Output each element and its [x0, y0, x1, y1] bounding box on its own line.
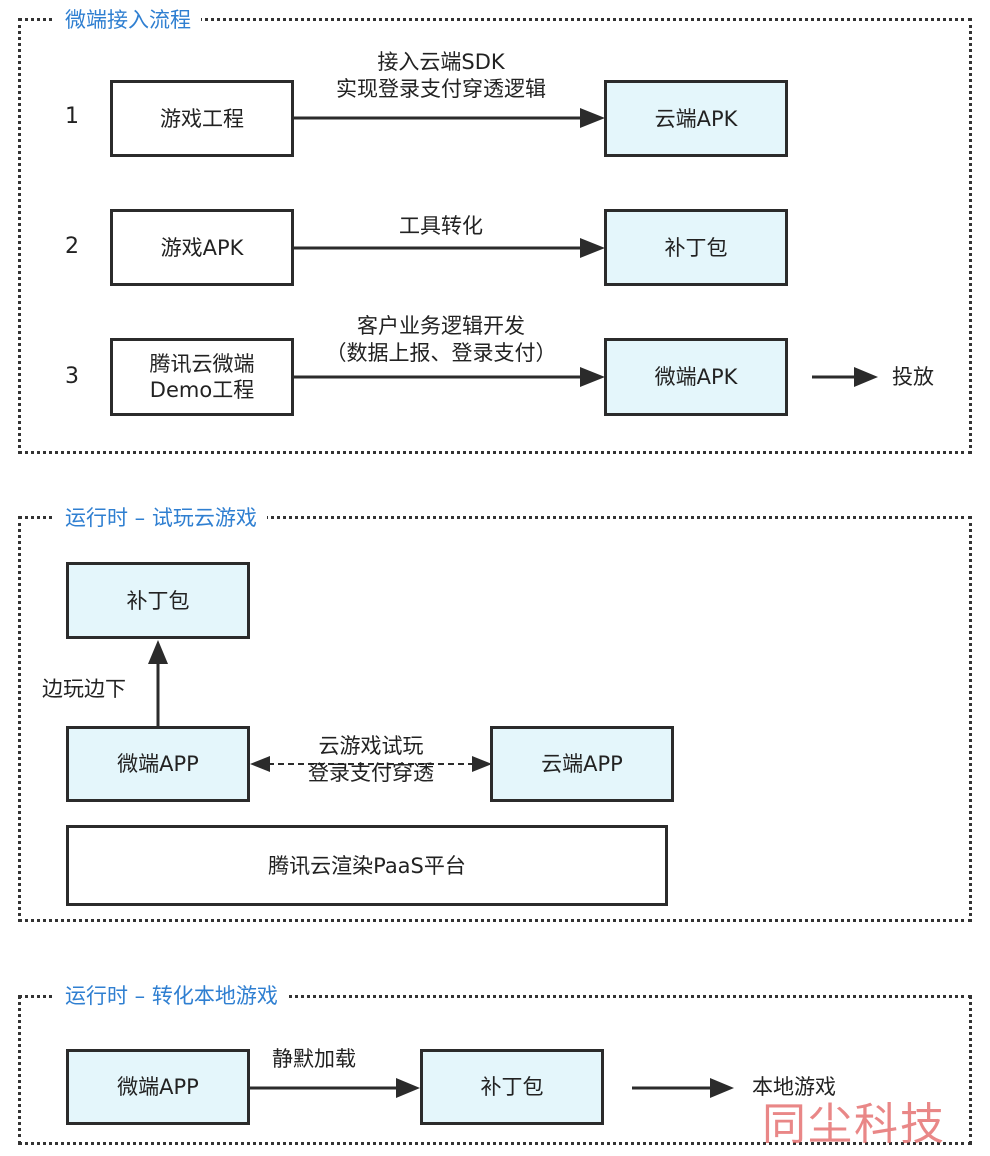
node-label: 微端APP: [117, 1075, 199, 1099]
row-number-1: 1: [65, 104, 79, 129]
node-cloud-app: 云端APP: [490, 726, 674, 802]
section-title-integration: 微端接入流程: [55, 6, 201, 34]
watermark-text: 同尘科技: [762, 1099, 946, 1150]
edge-label-row1: 接入云端SDK 实现登录支付穿透逻辑: [336, 50, 546, 101]
final-label-local-game: 本地游戏: [752, 1075, 836, 1099]
node-patch-package-trial: 补丁包: [66, 562, 250, 639]
node-label: 游戏APK: [160, 235, 244, 260]
edge-label-row2: 工具转化: [399, 214, 483, 238]
section-runtime-trial: [18, 516, 972, 922]
edge-label-silent-load: 静默加载: [272, 1047, 356, 1071]
node-label: 腾讯云微端 Demo工程: [149, 352, 255, 402]
node-cloud-apk: 云端APK: [604, 80, 788, 157]
node-label: 补丁包: [126, 588, 190, 613]
node-micro-app-local: 微端APP: [66, 1049, 250, 1125]
arrow-row1: [294, 108, 605, 128]
node-label: 微端APK: [654, 365, 738, 389]
arrow-row3-final: [812, 367, 878, 387]
arrow-silent-load: [250, 1078, 420, 1098]
node-label: 微端APP: [117, 752, 199, 776]
section-title-trial: 运行时 – 试玩云游戏: [55, 504, 267, 532]
arrow-to-local-game: [632, 1078, 734, 1098]
row-number-3: 3: [65, 364, 79, 389]
edge-label-row3: 客户业务逻辑开发 （数据上报、登录支付）: [325, 314, 557, 365]
arrow-bidirectional-dashed: [250, 756, 492, 772]
arrow-up-to-patch: [148, 640, 168, 726]
row-number-2: 2: [65, 234, 79, 259]
edge-label-play-while-download: 边玩边下: [42, 677, 126, 701]
node-label: 补丁包: [480, 1075, 544, 1099]
node-label: 补丁包: [664, 235, 728, 260]
node-label: 游戏工程: [160, 106, 244, 131]
node-render-paas-platform: 腾讯云渲染PaaS平台: [66, 825, 668, 906]
arrow-row3: [294, 367, 605, 387]
final-label-deploy: 投放: [892, 365, 934, 389]
node-game-apk: 游戏APK: [110, 209, 294, 286]
edge-label-cloud-trial: 云游戏试玩 登录支付穿透: [308, 734, 434, 785]
node-game-project: 游戏工程: [110, 80, 294, 157]
section-integration-flow: [18, 18, 972, 454]
section-title-local: 运行时 – 转化本地游戏: [55, 982, 288, 1010]
node-micro-app-trial: 微端APP: [66, 726, 250, 802]
section-runtime-local: [18, 995, 972, 1145]
node-patch-package: 补丁包: [604, 209, 788, 286]
node-label: 腾讯云渲染PaaS平台: [268, 853, 466, 878]
node-tencent-demo-project: 腾讯云微端 Demo工程: [110, 338, 294, 416]
node-label: 云端APP: [541, 752, 623, 776]
node-label: 云端APK: [654, 106, 738, 131]
node-micro-apk: 微端APK: [604, 338, 788, 416]
arrow-row2: [294, 238, 605, 258]
node-patch-package-local: 补丁包: [420, 1049, 604, 1125]
